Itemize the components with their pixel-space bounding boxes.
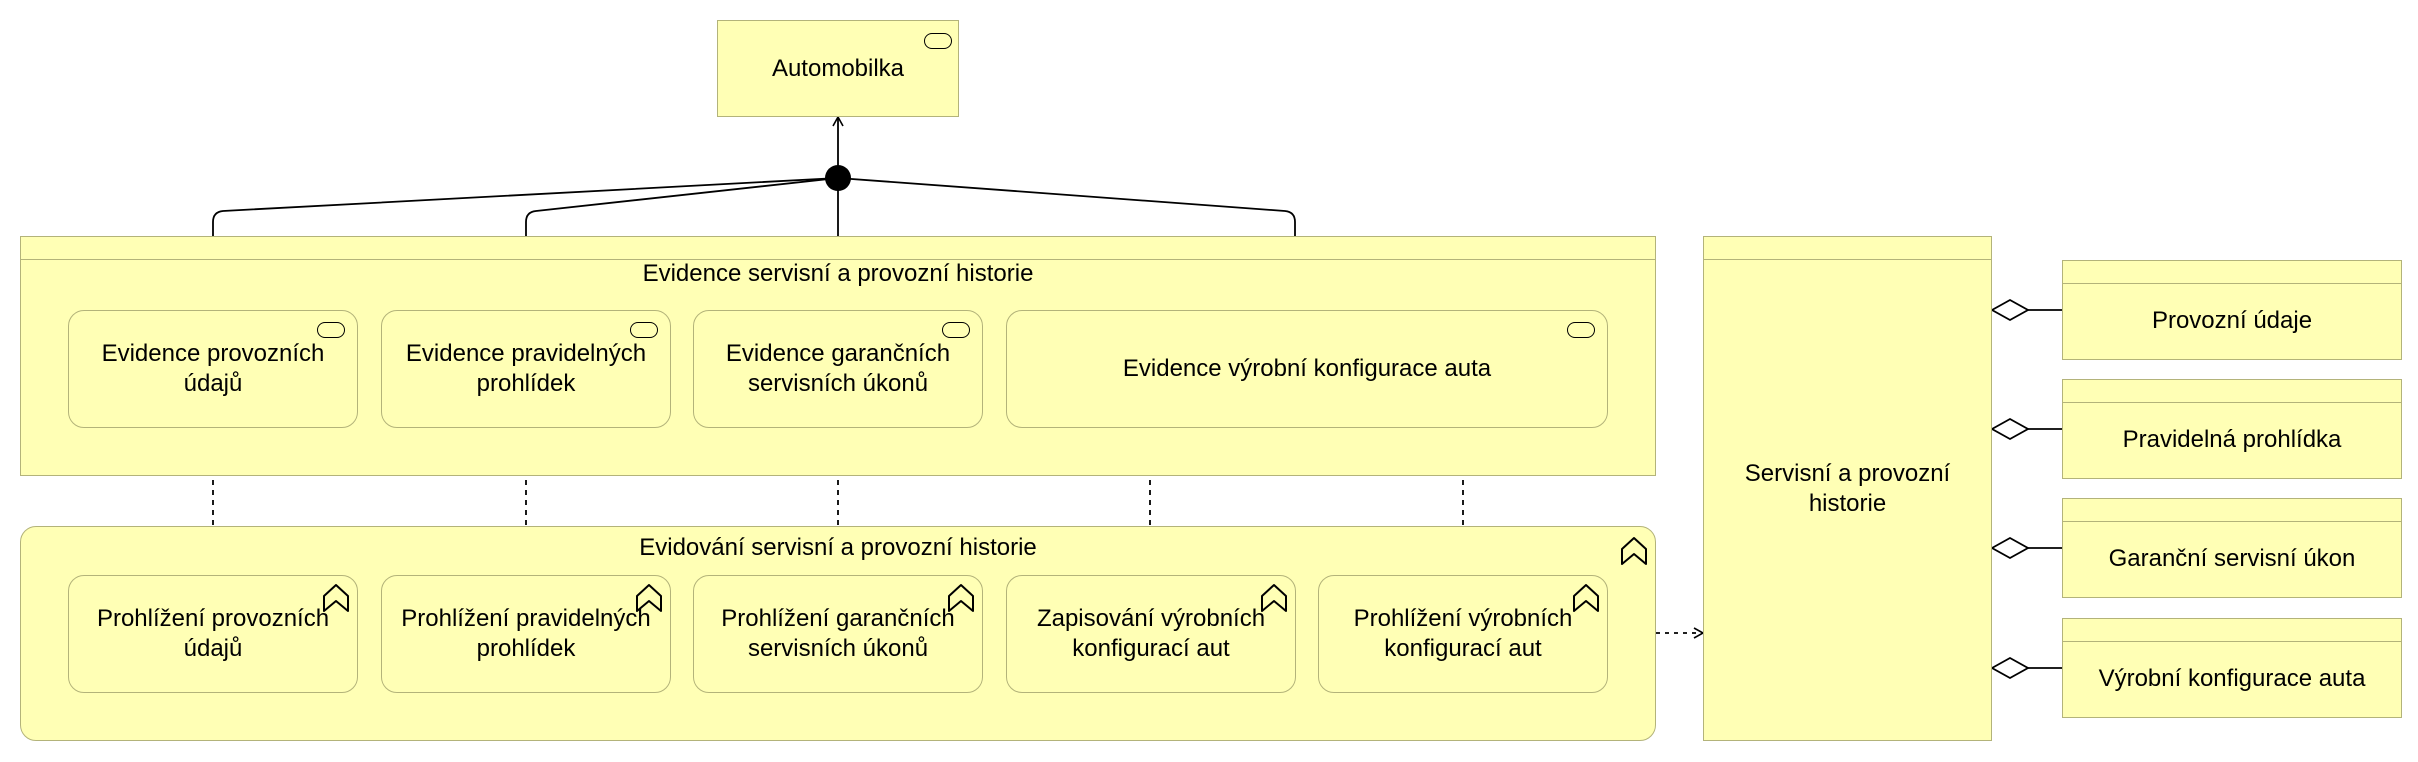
service-label: Evidence garančních servisních úkonů bbox=[725, 340, 951, 397]
service-icon bbox=[1567, 322, 1595, 338]
data-object-label: Garanční servisní úkon bbox=[2108, 545, 2356, 572]
automobilka-interface[interactable]: Automobilka bbox=[717, 20, 959, 117]
function-prohlizeni-pravidelnych-prohlidek[interactable]: Prohlížení pravidelných prohlídek bbox=[381, 575, 671, 693]
service-icon bbox=[317, 322, 345, 338]
data-object-header bbox=[2063, 380, 2401, 403]
data-object-vyrobni-konfigurace-auta[interactable]: Výrobní konfigurace auta bbox=[2062, 618, 2402, 718]
function-icon bbox=[636, 584, 662, 612]
line-service-1-junction bbox=[212, 177, 839, 310]
service-icon bbox=[924, 33, 952, 49]
aggregation-2 bbox=[1990, 417, 2062, 441]
function-label: Prohlížení výrobních konfigurací aut bbox=[1353, 605, 1573, 662]
service-evidence-provoznich-udaju[interactable]: Evidence provozních údajů bbox=[68, 310, 358, 428]
service-icon bbox=[942, 322, 970, 338]
data-object-header bbox=[2063, 261, 2401, 284]
function-prohlizeni-garancnich-ukonu[interactable]: Prohlížení garančních servisních úkonů bbox=[693, 575, 983, 693]
function-icon bbox=[1573, 584, 1599, 612]
function-label: Prohlížení provozních údajů bbox=[96, 605, 330, 662]
service-label: Evidence pravidelných prohlídek bbox=[405, 340, 647, 397]
function-prohlizeni-vyrobnich-konfiguraci[interactable]: Prohlížení výrobních konfigurací aut bbox=[1318, 575, 1608, 693]
function-label: Zapisování výrobních konfigurací aut bbox=[1036, 605, 1266, 662]
data-object-label: Pravidelná prohlídka bbox=[2122, 426, 2342, 453]
data-object-garancni-servisni-ukon[interactable]: Garanční servisní úkon bbox=[2062, 498, 2402, 598]
data-object-label: Provozní údaje bbox=[2151, 307, 2313, 334]
data-object-header bbox=[2063, 499, 2401, 522]
service-label: Evidence výrobní konfigurace auta bbox=[1122, 355, 1492, 382]
function-group-title: Evidování servisní a provozní historie bbox=[639, 534, 1037, 561]
function-label: Prohlížení pravidelných prohlídek bbox=[401, 605, 651, 662]
function-icon bbox=[948, 584, 974, 612]
function-icon bbox=[323, 584, 349, 612]
function-icon bbox=[1621, 537, 1647, 565]
function-icon bbox=[1261, 584, 1287, 612]
data-object-header bbox=[1704, 237, 1991, 260]
data-object-pravidelna-prohlidka[interactable]: Pravidelná prohlídka bbox=[2062, 379, 2402, 479]
data-object-label: Servisní a provozní historie bbox=[1744, 459, 1951, 517]
automobilka-label: Automobilka bbox=[771, 54, 905, 82]
function-label: Prohlížení garančních servisních úkonů bbox=[721, 605, 955, 662]
aggregation-3 bbox=[1990, 536, 2062, 560]
function-zapisovani-vyrobnich-konfiguraci[interactable]: Zapisování výrobních konfigurací aut bbox=[1006, 575, 1296, 693]
data-object-header bbox=[2063, 619, 2401, 642]
line-service-2-junction bbox=[525, 177, 839, 310]
aggregation-4 bbox=[1990, 656, 2062, 680]
service-evidence-vyrobni-konfigurace[interactable]: Evidence výrobní konfigurace auta bbox=[1006, 310, 1608, 428]
service-group-header bbox=[21, 237, 1655, 260]
service-group-title: Evidence servisní a provozní historie bbox=[642, 260, 1034, 287]
line-service-4-junction bbox=[837, 177, 1296, 310]
data-object-servisni-provozni-historie[interactable]: Servisní a provozní historie bbox=[1703, 236, 1992, 741]
data-object-label: Výrobní konfigurace auta bbox=[2098, 665, 2366, 692]
data-object-provozni-udaje[interactable]: Provozní údaje bbox=[2062, 260, 2402, 360]
aggregation-1 bbox=[1990, 298, 2062, 322]
service-evidence-garancnich-ukonu[interactable]: Evidence garančních servisních úkonů bbox=[693, 310, 983, 428]
service-label: Evidence provozních údajů bbox=[101, 340, 325, 397]
function-prohlizeni-provoznich-udaju[interactable]: Prohlížení provozních údajů bbox=[68, 575, 358, 693]
service-evidence-pravidelnych-prohlidek[interactable]: Evidence pravidelných prohlídek bbox=[381, 310, 671, 428]
service-icon bbox=[630, 322, 658, 338]
